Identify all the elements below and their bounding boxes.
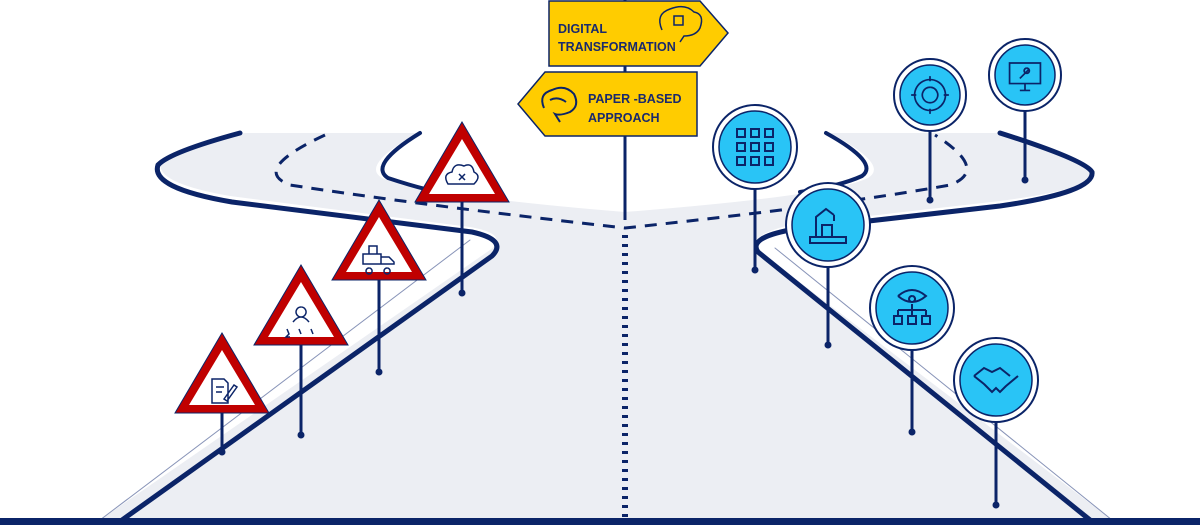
digital-sign [988,38,1062,184]
digital-sign [712,104,798,274]
user-rating-icon [284,306,314,338]
paper-line2: APPROACH [588,111,660,125]
digital-sign [893,58,967,204]
warning-sign [253,264,349,439]
warning-sign [331,199,427,376]
handshake-icon [973,366,1019,394]
digital-sign [869,265,955,436]
sign-paper-based-approach: PAPER -BASED APPROACH [517,71,698,137]
robot-arm-conveyor-icon [809,207,847,244]
eye-hierarchy-icon [893,289,931,325]
warning-sign [414,121,510,297]
warning-sign [174,332,270,456]
lane-dashes [274,133,969,520]
delivery-truck-icon [362,245,395,275]
circuit-brain-icon [659,5,703,43]
digital-sign [953,337,1039,509]
sign-digital-transformation: DIGITAL TRANSFORMATION [548,0,729,67]
brain-icon [541,86,578,123]
road-edges [99,130,1113,523]
document-edit-icon [211,378,239,404]
monitor-key-icon [1008,62,1042,92]
warning-signs [174,121,510,456]
gear-cycle-icon [911,76,949,114]
road-surface [100,133,1112,520]
digital-line2: TRANSFORMATION [558,40,676,54]
digital-signs [712,38,1062,509]
digital-sign [785,182,871,349]
digital-line1: DIGITAL [558,22,607,36]
ground-line [0,518,1200,525]
cloud-error-icon [445,164,479,185]
flowchart-grid-icon [736,128,774,166]
paper-line1: PAPER -BASED [588,92,682,106]
